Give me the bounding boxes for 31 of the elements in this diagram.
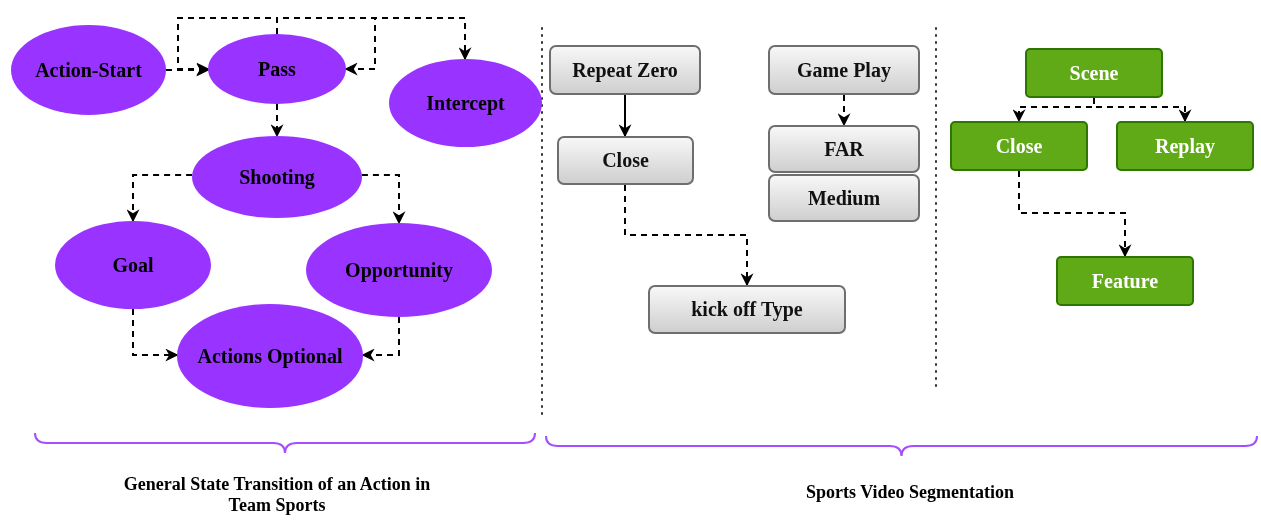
- arrow: [361, 316, 400, 362]
- arrow: [360, 174, 406, 225]
- caption: Sports Video Segmentation: [805, 482, 1015, 503]
- process-box: Game Play: [768, 45, 920, 95]
- process-box: FAR: [768, 125, 920, 173]
- process-box: Close: [557, 136, 694, 185]
- state-ellipse: Opportunity: [306, 223, 492, 317]
- arrow: [126, 174, 194, 223]
- arrow: [270, 103, 284, 138]
- process-box: Medium: [768, 174, 920, 222]
- arrow: [837, 94, 851, 127]
- arrow: [1093, 97, 1192, 123]
- arrow: [624, 184, 754, 287]
- process-box: Repeat Zero: [549, 45, 701, 95]
- caption: General State Transition of an Action in Team Sports: [122, 474, 432, 516]
- segment-box: Replay: [1116, 121, 1254, 171]
- segment-box: Close: [950, 121, 1088, 171]
- segment-box: Scene: [1025, 48, 1163, 98]
- segment-box: Feature: [1056, 256, 1194, 306]
- arrow: [132, 308, 179, 362]
- state-ellipse: Pass: [208, 34, 346, 104]
- state-ellipse: Goal: [55, 221, 211, 309]
- arrow: [165, 63, 210, 77]
- state-ellipse: Shooting: [192, 136, 362, 218]
- state-ellipse: Intercept: [389, 59, 542, 147]
- state-ellipse: Action-Start: [11, 25, 166, 115]
- arrow: [618, 94, 632, 138]
- state-ellipse: Actions Optional: [177, 304, 363, 408]
- arrow: [276, 17, 472, 61]
- arrow: [1018, 170, 1132, 258]
- process-box: kick off Type: [648, 285, 846, 334]
